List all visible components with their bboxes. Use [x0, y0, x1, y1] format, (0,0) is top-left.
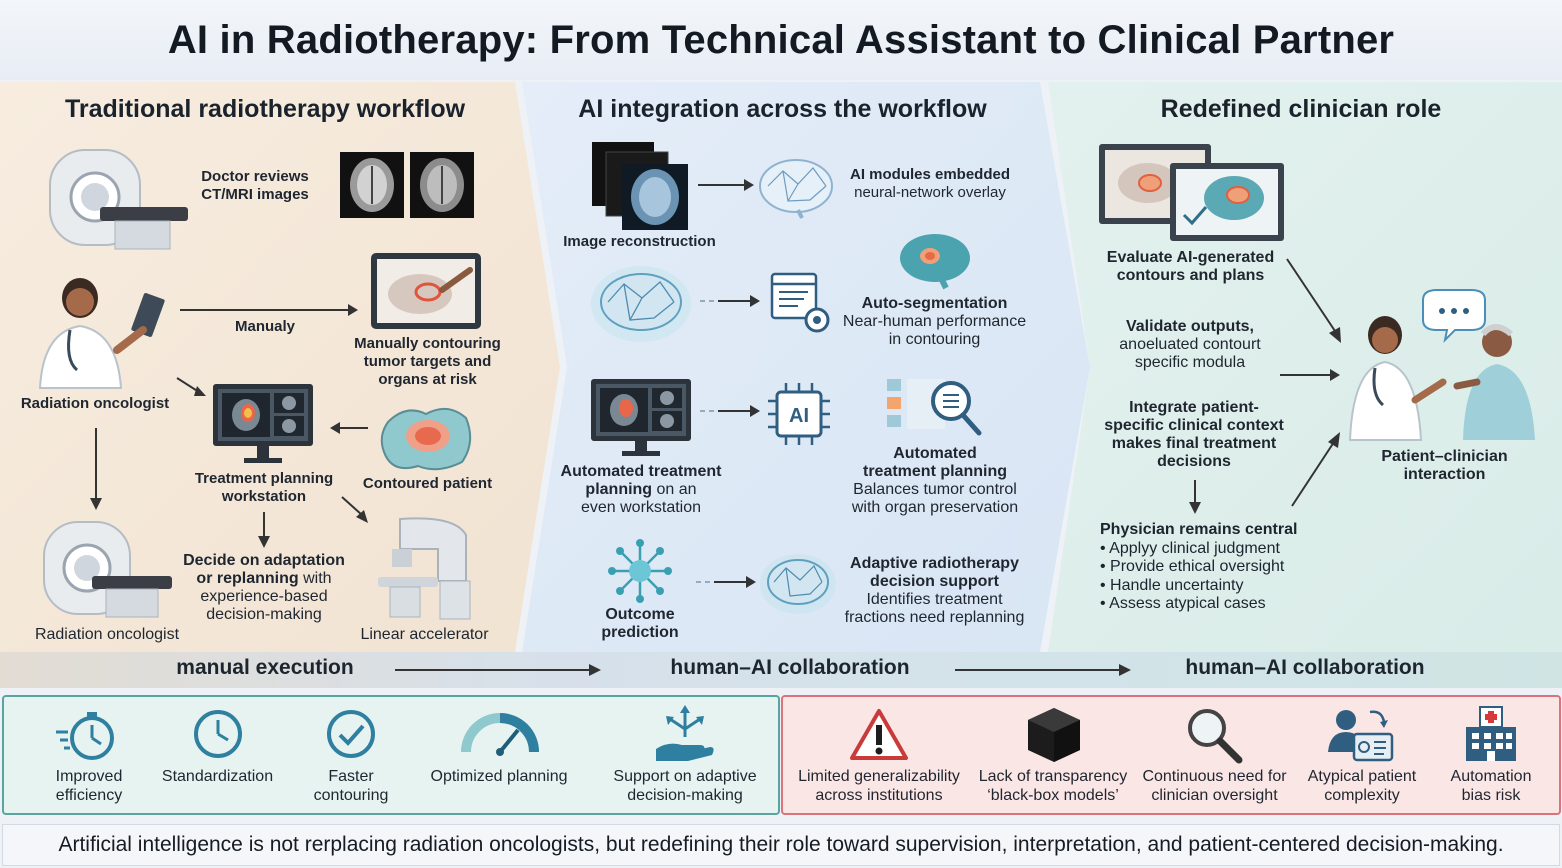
- strip-mid-label: human–AI collaboration: [670, 656, 910, 679]
- integrate-label: Integrate patient-specific clinical cont…: [1104, 399, 1284, 470]
- collaboration-strip: [0, 652, 1562, 688]
- hand-arrows-icon: [656, 705, 714, 761]
- arrow-workstation-to-ai: [700, 405, 760, 417]
- tablet-contouring-icon: [371, 253, 481, 329]
- hospital-icon: [1466, 706, 1516, 761]
- benefit-optimized-planning: Optimized planning: [430, 768, 568, 785]
- image-recon-label: Image reconstruction: [563, 233, 716, 250]
- network-brain-icon: [759, 159, 833, 219]
- glowing-brain-small-icon: [760, 554, 836, 614]
- ai-contour-screens-icon: [1099, 144, 1284, 241]
- arrow-outcome-to-brain: [696, 576, 756, 588]
- ai-chip-icon: AI: [768, 383, 830, 445]
- arrow-to-linac: [341, 496, 368, 523]
- central-item: • Applyy clinical judgment: [1100, 539, 1280, 557]
- check-circle-icon: [327, 710, 375, 758]
- strip-manual-label: manual execution: [176, 656, 354, 679]
- central-item: • Assess atypical cases: [1100, 595, 1266, 612]
- teal-brain-icon: [900, 234, 970, 290]
- linear-accelerator-icon: [378, 517, 471, 620]
- oncologist-bottom-label: Radiation oncologist: [34, 626, 180, 643]
- arrow-down-oncologist: [90, 428, 102, 510]
- planning-workstation-icon: [213, 384, 313, 463]
- linac-label: Linear accelerator: [360, 626, 489, 643]
- oncologist-top-label: Radiation oncologist: [20, 395, 170, 412]
- radiation-oncologist-figure: [38, 278, 165, 389]
- arrow-evaluate-to-interaction: [1286, 258, 1341, 343]
- clock-icon: [194, 710, 242, 758]
- decide-label: Decide on adaptation or replanning with …: [183, 552, 345, 623]
- arrow-recon-to-ai: [698, 179, 754, 191]
- image-stack-icon: [592, 142, 688, 230]
- footer-text: Artificial intelligence is not rerplacin…: [58, 833, 1504, 856]
- strip-right-label: human–AI collaboration: [1185, 656, 1425, 679]
- arrow-brain-to-seg: [700, 295, 760, 307]
- arrow-down-workstation: [258, 512, 270, 548]
- brain-scan-images-icon: [340, 152, 474, 218]
- physician-central-block: Physician remains central • Applyy clini…: [1100, 521, 1300, 614]
- manually-label: Manualy: [234, 318, 295, 335]
- limitation-transparency: Lack of transparency‘black-box models’: [978, 768, 1128, 804]
- network-node-icon: [608, 539, 672, 603]
- strip-arrow-2: [955, 664, 1131, 676]
- gauge-icon: [461, 713, 539, 756]
- central-item: • Provide ethical oversight: [1100, 558, 1285, 575]
- magnifier-icon: [1188, 709, 1243, 764]
- benefit-standardization: Standardization: [161, 768, 274, 785]
- footer-banner: Artificial intelligence is not rerplacin…: [2, 824, 1560, 866]
- ai-workstation-icon: [591, 379, 691, 456]
- contoured-patient-icon: [380, 407, 472, 471]
- warning-icon: [850, 709, 908, 760]
- panel2-heading: AI integration across the workflow: [578, 95, 987, 123]
- ct-scanner-bottom-icon: [43, 521, 172, 618]
- arrow-down-integrate: [1189, 480, 1201, 514]
- physician-central-title: Physician remains central: [1100, 521, 1298, 538]
- limitations-box: [781, 695, 1561, 815]
- arrow-oncologist-to-workstation: [176, 377, 206, 396]
- arrow-central-to-interaction: [1291, 432, 1340, 507]
- panel3-heading: Redefined clinician role: [1160, 95, 1442, 123]
- contoured-patient-label: Contoured patient: [362, 475, 493, 492]
- auto-plan-left-label: Automated treatment planning on an even …: [560, 463, 722, 516]
- benefits-box: [2, 695, 780, 815]
- panel1-heading: Traditional radiotherapy workflow: [64, 95, 466, 123]
- page-title: AI in Radiotherapy: From Technical Assis…: [167, 17, 1395, 62]
- title-bar: AI in Radiotherapy: From Technical Assis…: [0, 0, 1562, 80]
- document-gear-icon: [770, 272, 830, 333]
- arrow-contoured-to-workstation: [330, 422, 368, 434]
- central-item: • Handle uncertainty: [1100, 576, 1244, 594]
- patient-card-icon: [1328, 710, 1394, 762]
- stopwatch-icon: [56, 712, 114, 760]
- glowing-brain-icon: [591, 266, 691, 342]
- ct-scanner-icon: [49, 149, 188, 250]
- strip-arrow-1: [395, 664, 601, 676]
- arrow-to-contouring: [180, 304, 358, 316]
- arrow-validate-to-interaction: [1280, 369, 1340, 381]
- black-box-icon: [1028, 708, 1080, 762]
- patient-clinician-figures: [1348, 289, 1535, 441]
- data-search-icon: [887, 379, 982, 436]
- ai-chip-text: AI: [789, 405, 809, 427]
